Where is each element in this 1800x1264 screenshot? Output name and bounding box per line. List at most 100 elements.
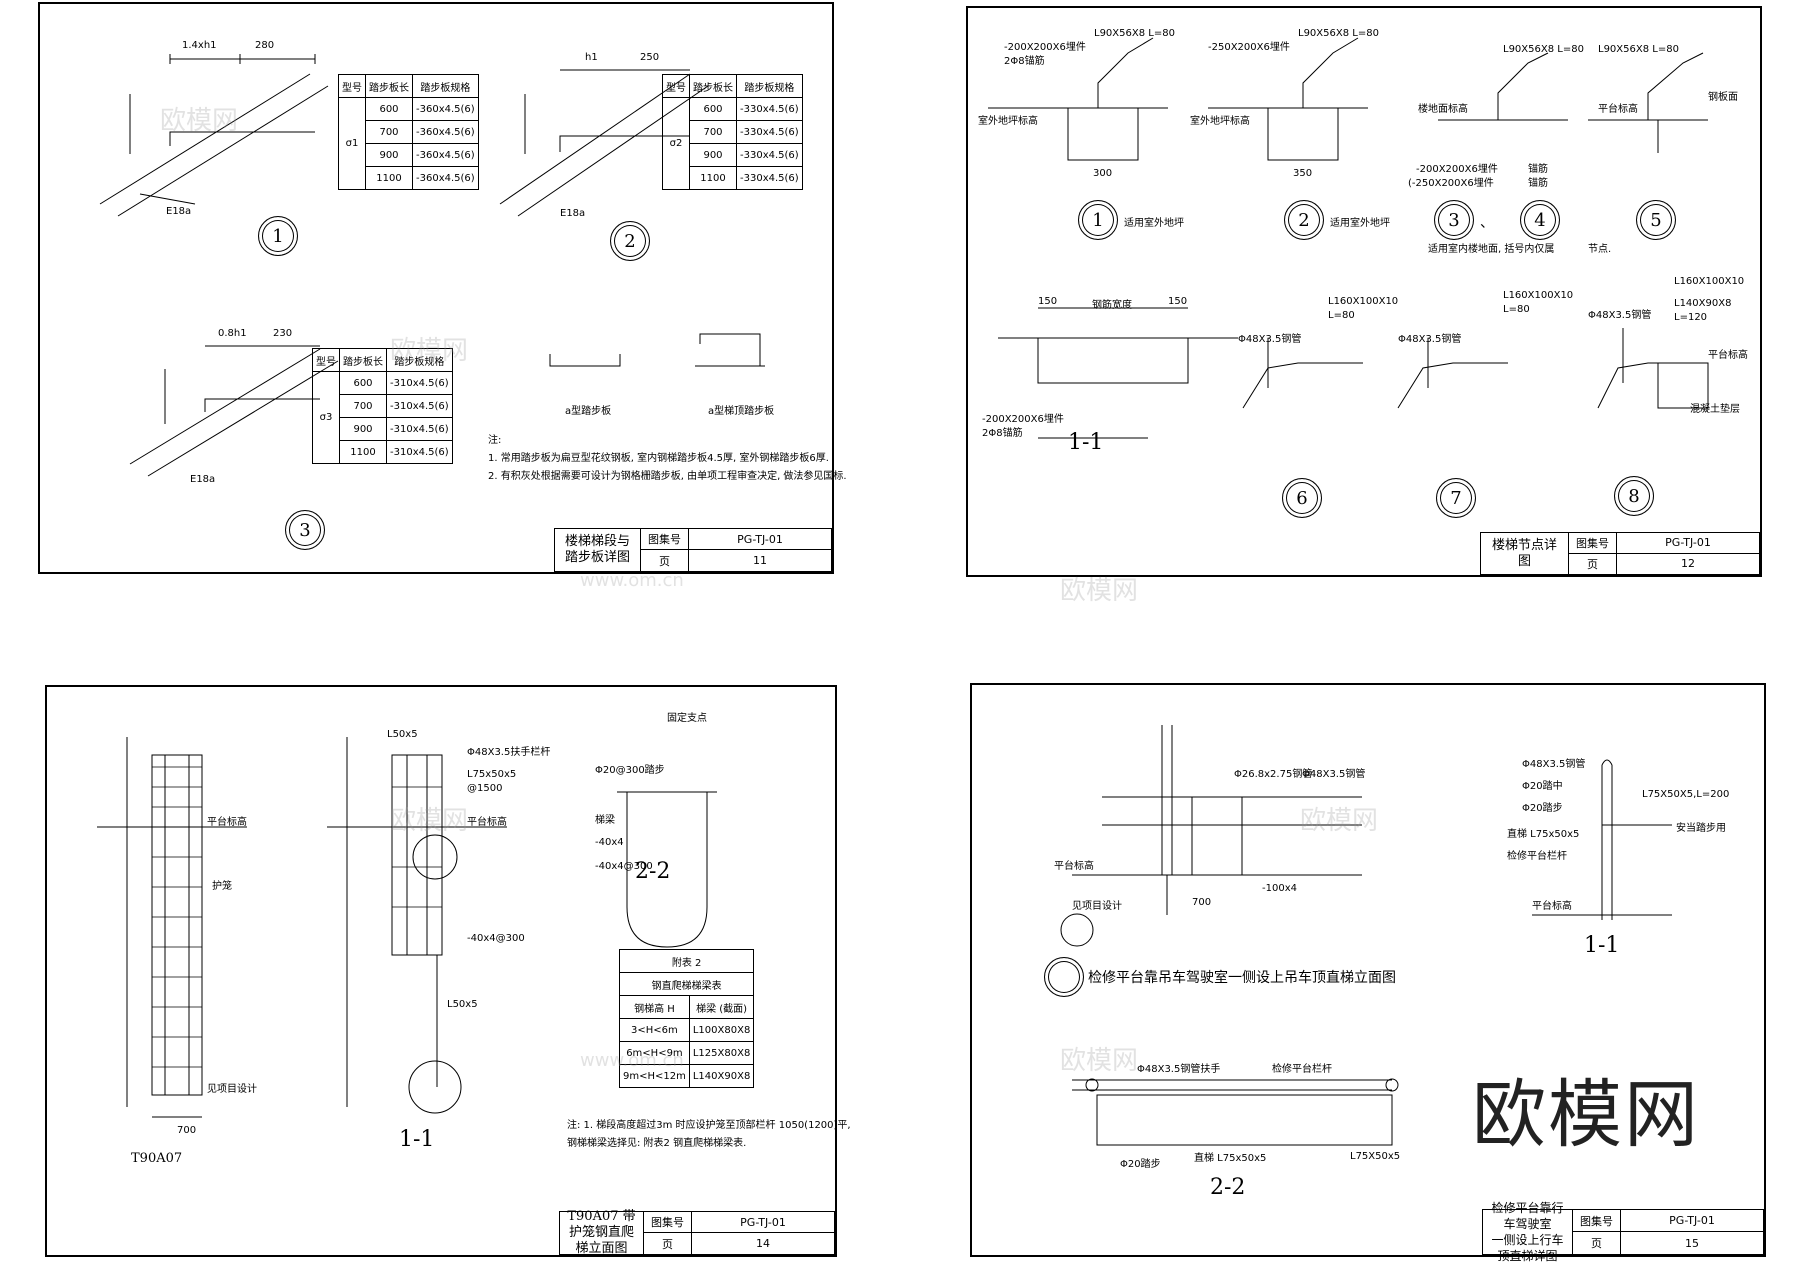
- node-label: 楼地面标高: [1418, 104, 1468, 115]
- crane-label: 安当踏步用: [1676, 823, 1726, 834]
- crane-label: L75X50x5: [1350, 1151, 1401, 1162]
- dim-label: E18a: [166, 206, 192, 217]
- section-label: 2-2: [1210, 1175, 1246, 1200]
- node-label: L=120: [1674, 312, 1708, 323]
- node-label: 平台标高: [1598, 104, 1638, 115]
- detail-caption: 适用室外地坪: [1124, 218, 1184, 229]
- node-label: -250X200X6埋件: [1208, 42, 1290, 53]
- node-label: 钢筋宽度: [1092, 300, 1132, 311]
- atlas-number: PG-TJ-01: [1621, 1210, 1763, 1232]
- node-label: 锚筋: [1528, 178, 1548, 189]
- ladder-elevation-linework: [97, 737, 717, 1118]
- dim-label: E18a: [190, 474, 216, 485]
- node-label: Φ48X3.5钢管: [1588, 310, 1652, 321]
- detail-marker: 3: [1434, 200, 1474, 240]
- ladder-label: L75x50x5: [467, 769, 517, 780]
- detail-marker: 1: [258, 216, 298, 256]
- detail-marker: 7: [1436, 478, 1476, 518]
- ladder-label: L50x5: [387, 729, 418, 740]
- node-label: 室外地坪标高: [1190, 116, 1250, 127]
- ladder-label: Φ48X3.5扶手栏杆: [467, 747, 551, 758]
- dim-label: 150: [1038, 296, 1058, 307]
- ladder-label: -40x4@300: [467, 933, 525, 944]
- atlas-number: PG-TJ-01: [1617, 533, 1759, 554]
- ladder-label: 梯梁: [595, 815, 615, 826]
- detail-caption: 检修平台靠吊车驾驶室一侧设上吊车顶直梯立面图: [1088, 970, 1396, 986]
- crane-label: Φ48X3.5钢管: [1522, 759, 1586, 770]
- node-label: L160X100X10: [1674, 276, 1745, 287]
- ladder-label: 护笼: [212, 881, 232, 892]
- crane-label: 平台标高: [1054, 861, 1094, 872]
- dim-label: 280: [255, 40, 275, 51]
- watermark: 欧模网: [160, 106, 239, 136]
- plate-label: a型梯顶踏步板: [708, 406, 775, 417]
- drawing-sheet-11: 1.4xh1 280 E18a h1 250 E18a 0.8h1 230 E1…: [38, 2, 847, 574]
- stair-step-linework: [99, 54, 765, 477]
- node-label: Φ48X3.5钢管: [1398, 334, 1462, 345]
- node-label: L=80: [1328, 310, 1355, 321]
- dim-label: 1.4xh1: [182, 40, 217, 51]
- node-label: L160X100X10: [1503, 290, 1574, 301]
- crane-label: Φ20踏步: [1522, 803, 1563, 814]
- dim-label: h1: [585, 52, 598, 63]
- node-label: 室外地坪标高: [978, 116, 1038, 127]
- page-number: 11: [753, 554, 767, 567]
- detail-marker: 6: [1282, 478, 1322, 518]
- crane-label: 见项目设计: [1072, 901, 1122, 912]
- node-label: (-250X200X6埋件: [1408, 178, 1494, 189]
- node-label: 平台标高: [1708, 350, 1748, 361]
- node-label: L=80: [1503, 304, 1530, 315]
- node-label: 2Φ8锚筋: [982, 428, 1023, 439]
- detail-marker: 2: [610, 221, 650, 261]
- node-label: L140X90X8: [1674, 298, 1732, 309]
- watermark: 欧模网: [1060, 1046, 1139, 1076]
- crane-label: 直梯 L75x50x5: [1194, 1153, 1267, 1164]
- detail-marker: 1: [1078, 200, 1118, 240]
- page-number: 14: [756, 1237, 770, 1250]
- watermark: www.om.cn: [580, 570, 684, 591]
- crane-label: 检修平台栏杆: [1507, 851, 1567, 862]
- dim-label: 0.8h1: [218, 328, 247, 339]
- ladder-label: 700: [177, 1125, 197, 1136]
- ladder-label: -40x4: [595, 837, 624, 848]
- crane-label: Φ48X3.5钢管扶手: [1137, 1064, 1221, 1075]
- notes: 注: 1. 常用踏步板为扁豆型花纹钢板, 室内钢梯踏步板4.5厚, 室外钢梯踏步…: [488, 435, 847, 482]
- detail-caption: 节点.: [1588, 244, 1612, 255]
- node-label: -200X200X6埋件: [982, 414, 1064, 425]
- detail-caption: 适用室外地坪: [1330, 218, 1390, 229]
- crane-label: 平台标高: [1532, 901, 1572, 912]
- detail-marker: 8: [1614, 476, 1654, 516]
- crane-label: Φ48X3.5钢管: [1302, 769, 1366, 780]
- detail-marker: 3: [285, 510, 325, 550]
- plate-label: a型踏步板: [565, 406, 612, 417]
- node-label: 锚筋: [1528, 164, 1548, 175]
- atlas-number: PG-TJ-01: [692, 1212, 834, 1233]
- drawing-sheet-14: 2-2 固定支点 Φ20@300踏步 梯梁 -40x4 -40x4@300 平台…: [45, 685, 851, 1257]
- node-label: L90X56X8 L=80: [1598, 44, 1679, 55]
- watermark: www.om.cn: [580, 1050, 684, 1071]
- dim-label: 300: [1093, 168, 1113, 179]
- ladder-label: -40x4@300: [595, 861, 653, 872]
- brand-logo: 欧模网: [1472, 1072, 1700, 1158]
- detail-marker: 5: [1636, 200, 1676, 240]
- drawing-sheet-15: Φ26.8x2.75钢管 Φ48X3.5钢管 平台标高 见项目设计 -100x4…: [970, 683, 1766, 1263]
- sheet-title: 检修平台靠行车驾驶室 一侧设上行车顶直梯详图: [1483, 1201, 1573, 1263]
- watermark: 欧模网: [1060, 576, 1139, 606]
- crane-label: Φ20踏步: [1120, 1159, 1161, 1170]
- crane-label: Φ20踏中: [1522, 781, 1563, 792]
- node-label: 2Φ8锚筋: [1004, 56, 1045, 67]
- ladder-label: Φ20@300踏步: [595, 765, 665, 776]
- section-label: 1-1: [399, 1127, 435, 1152]
- ladder-label: 平台标高: [467, 817, 507, 828]
- sheet-title: 楼梯节点详图: [1481, 533, 1569, 574]
- dim-label: 150: [1168, 296, 1188, 307]
- watermark: 欧模网: [1300, 806, 1379, 836]
- node-label: Φ48X3.5钢管: [1238, 334, 1302, 345]
- node-label: L90X56X8 L=80: [1094, 28, 1175, 39]
- drawing-sheet-12: -200X200X6埋件 2Φ8锚筋 L90X56X8 L=80 -250X20…: [966, 6, 1762, 577]
- crane-label: -100x4: [1262, 883, 1297, 894]
- ladder-code: T90A07: [131, 1151, 183, 1166]
